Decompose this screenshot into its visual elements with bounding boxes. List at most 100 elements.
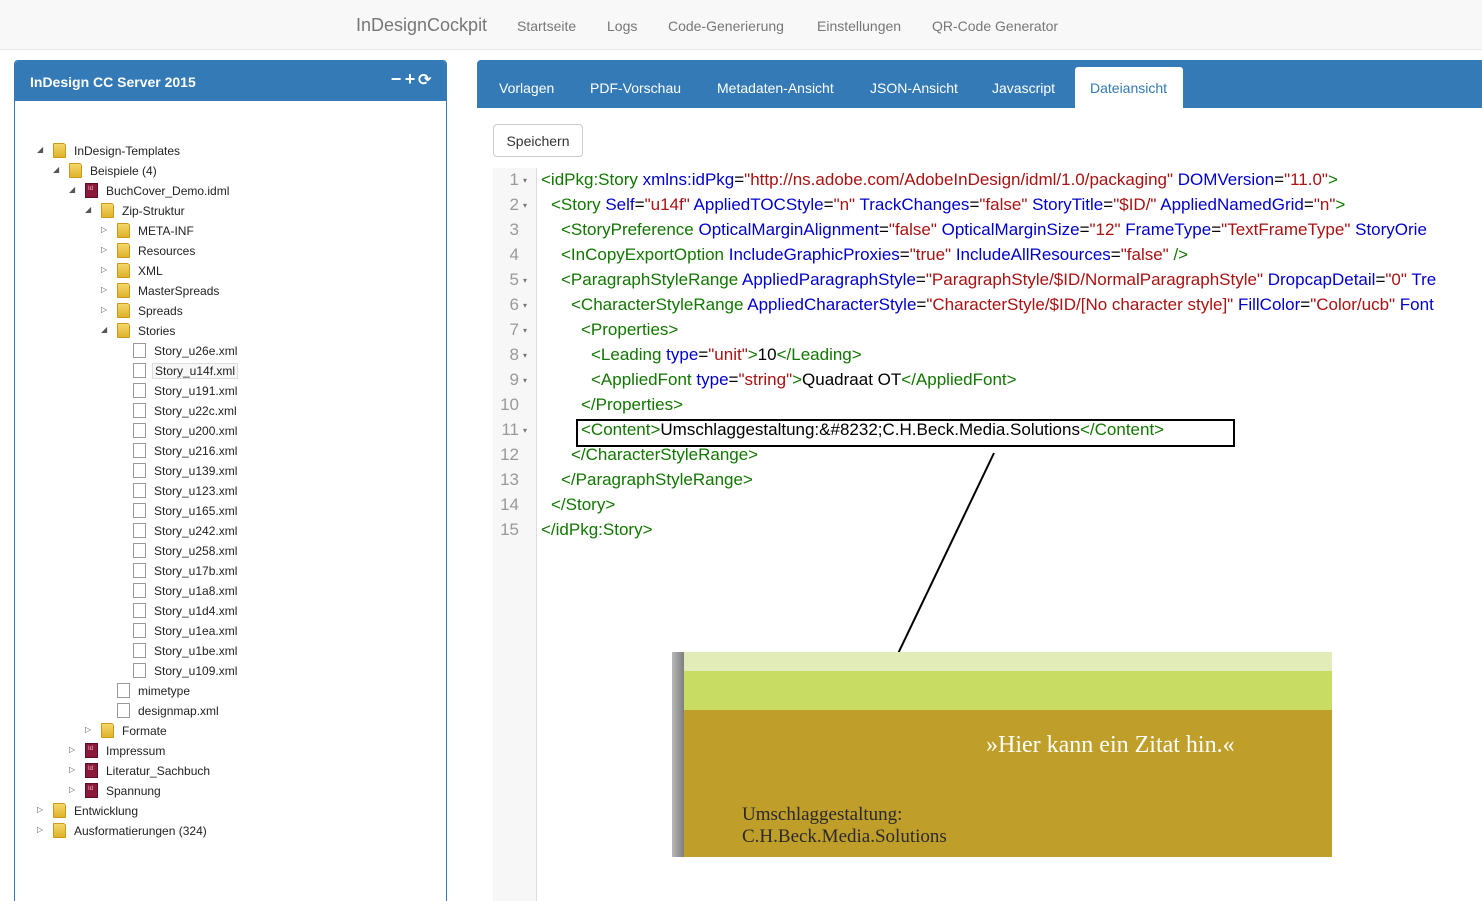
tree-item-label: MasterSpreads xyxy=(138,284,220,298)
code-token: "true" xyxy=(909,245,952,264)
nav-code-generierung[interactable]: Code-Generierung xyxy=(668,18,784,34)
tree-item-label: Formate xyxy=(122,724,167,738)
collapsed-arrow-icon[interactable]: ▷ xyxy=(37,825,44,834)
tree-item-label: Story_u109.xml xyxy=(154,664,238,678)
brand-link[interactable]: InDesignCockpit xyxy=(356,15,488,35)
code-token: AppliedParagraphStyle xyxy=(742,270,916,289)
collapsed-arrow-icon[interactable]: ▷ xyxy=(69,785,76,794)
code-line[interactable]: </ParagraphStyleRange> xyxy=(561,470,753,490)
code-token: <Content> xyxy=(581,420,661,439)
line-number: 1 xyxy=(509,170,519,189)
nav-startseite[interactable]: Startseite xyxy=(517,18,577,34)
code-line[interactable]: <StoryPreference OpticalMarginAlignment=… xyxy=(561,220,1427,240)
fold-arrow-icon[interactable]: ▾ xyxy=(523,201,528,210)
fold-arrow-icon[interactable]: ▾ xyxy=(523,426,528,435)
code-line[interactable]: </CharacterStyleRange> xyxy=(571,445,758,465)
collapsed-arrow-icon[interactable]: ▷ xyxy=(101,225,108,234)
code-token: "http://ns.adobe.com/AdobeInDesign/idml/… xyxy=(744,170,1174,189)
code-token: = xyxy=(915,270,926,289)
expanded-arrow-icon[interactable]: ◢ xyxy=(37,145,44,154)
code-line[interactable]: <Content>Umschlaggestaltung:&#8232;C.H.B… xyxy=(581,420,1164,440)
indesign-file-icon xyxy=(85,783,98,798)
collapsed-arrow-icon[interactable]: ▷ xyxy=(101,245,108,254)
fold-arrow-icon[interactable]: ▾ xyxy=(523,276,528,285)
code-token: = xyxy=(1274,170,1285,189)
tab-dateiansicht[interactable]: Dateiansicht xyxy=(1075,67,1183,108)
tree-item-label: Story_u1be.xml xyxy=(154,644,238,658)
file-icon xyxy=(133,443,146,458)
collapsed-arrow-icon[interactable]: ▷ xyxy=(69,745,76,754)
code-line[interactable]: </Story> xyxy=(551,495,615,515)
collapsed-arrow-icon[interactable]: ▷ xyxy=(101,285,108,294)
folder-icon xyxy=(53,143,66,158)
fold-arrow-icon[interactable]: ▾ xyxy=(523,301,528,310)
expanded-arrow-icon[interactable]: ◢ xyxy=(101,325,108,334)
expanded-arrow-icon[interactable]: ◢ xyxy=(69,185,76,194)
collapsed-arrow-icon[interactable]: ▷ xyxy=(85,725,92,734)
tree-item-label: Story_u22c.xml xyxy=(154,404,237,418)
top-navbar: InDesignCockpit Startseite Logs Code-Gen… xyxy=(0,0,1482,50)
tree-item-label: Story_u1d4.xml xyxy=(154,604,238,618)
nav-logs[interactable]: Logs xyxy=(607,18,638,34)
panel-title: InDesign CC Server 2015 xyxy=(30,74,196,90)
cover-band-green xyxy=(684,671,1332,710)
tree-item-label: Story_u139.xml xyxy=(154,464,238,478)
expanded-arrow-icon[interactable]: ◢ xyxy=(85,205,92,214)
save-button[interactable]: Speichern xyxy=(493,124,583,157)
tab-vorlagen[interactable]: Vorlagen xyxy=(499,80,555,96)
tab-dateiansicht-label: Dateiansicht xyxy=(1090,80,1168,96)
nav-einstellungen[interactable]: Einstellungen xyxy=(817,18,902,34)
tab-pdf-vorschau[interactable]: PDF-Vorschau xyxy=(590,80,682,96)
code-line[interactable]: <Story Self="u14f" AppliedTOCStyle="n" T… xyxy=(551,195,1345,215)
code-token: = xyxy=(1079,220,1090,239)
code-line[interactable]: <AppliedFont type="string">Quadraat OT</… xyxy=(591,370,1017,390)
fold-arrow-icon[interactable]: ▾ xyxy=(523,376,528,385)
line-number: 2 xyxy=(509,195,519,214)
file-icon xyxy=(133,623,146,638)
code-token: StoryTitle xyxy=(1032,195,1104,214)
folder-icon xyxy=(53,823,66,838)
code-token: "Color/ucb" xyxy=(1310,295,1396,314)
code-line[interactable]: <Properties> xyxy=(581,320,678,340)
tree-item-label: InDesign-Templates xyxy=(74,144,181,158)
collapsed-arrow-icon[interactable]: ▷ xyxy=(69,765,76,774)
code-token: "u14f" xyxy=(644,195,690,214)
code-token: FrameType xyxy=(1125,220,1212,239)
fold-arrow-icon[interactable]: ▾ xyxy=(523,326,528,335)
code-line[interactable]: <idPkg:Story xmlns:idPkg="http://ns.adob… xyxy=(541,170,1338,190)
tree-item-label: Story_u242.xml xyxy=(154,524,238,538)
tree-item-label: Story_u123.xml xyxy=(154,484,238,498)
nav-qr-code-generator[interactable]: QR-Code Generator xyxy=(932,18,1059,34)
code-token: StoryOrie xyxy=(1355,220,1427,239)
tab-json-ansicht[interactable]: JSON-Ansicht xyxy=(870,80,958,96)
collapsed-arrow-icon[interactable]: ▷ xyxy=(101,265,108,274)
code-line[interactable]: <Leading type="unit">10</Leading> xyxy=(591,345,862,365)
code-token: = xyxy=(916,295,927,314)
code-token: "CharacterStyle/$ID/[No character style]… xyxy=(926,295,1234,314)
code-line[interactable]: <ParagraphStyleRange AppliedParagraphSty… xyxy=(561,270,1436,290)
code-line[interactable]: </Properties> xyxy=(581,395,683,415)
fold-arrow-icon[interactable]: ▾ xyxy=(523,351,528,360)
collapsed-arrow-icon[interactable]: ▷ xyxy=(37,805,44,814)
code-line[interactable]: <InCopyExportOption IncludeGraphicProxie… xyxy=(561,245,1188,265)
code-line[interactable]: </idPkg:Story> xyxy=(541,520,653,540)
code-token: = xyxy=(634,195,645,214)
tree-item-label: Stories xyxy=(138,324,176,338)
line-number: 11 xyxy=(501,420,519,439)
refresh-icon[interactable]: ⟳ xyxy=(418,72,434,89)
tab-javascript[interactable]: Javascript xyxy=(992,80,1056,96)
tab-metadaten-ansicht[interactable]: Metadaten-Ansicht xyxy=(717,80,834,96)
fold-arrow-icon[interactable]: ▾ xyxy=(523,176,528,185)
code-token: <CharacterStyleRange xyxy=(571,295,744,314)
line-number: 5 xyxy=(509,270,519,289)
collapsed-arrow-icon[interactable]: ▷ xyxy=(101,305,108,314)
code-token: Tre xyxy=(1411,270,1437,289)
plus-icon[interactable]: + xyxy=(404,69,418,89)
expanded-arrow-icon[interactable]: ◢ xyxy=(53,165,60,174)
code-token: = xyxy=(1110,245,1121,264)
minus-icon[interactable]: − xyxy=(390,69,404,89)
code-token: <Story xyxy=(551,195,601,214)
code-token: <Properties> xyxy=(581,320,679,339)
code-line[interactable]: <CharacterStyleRange AppliedCharacterSty… xyxy=(571,295,1434,315)
